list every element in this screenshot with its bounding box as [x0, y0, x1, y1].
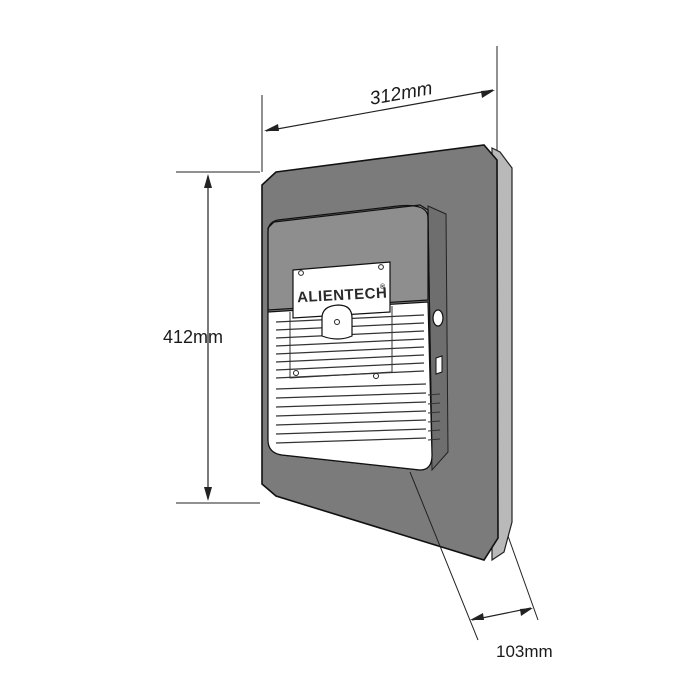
- brand-logo: ALIENTECH: [297, 285, 388, 307]
- width-label: 312mm: [368, 78, 434, 110]
- plate-screw-tr: [378, 264, 384, 270]
- width-arrow-right: [481, 90, 495, 98]
- grille-screw-left: [293, 370, 299, 376]
- height-arrow-top: [204, 174, 212, 188]
- depth-arrow-back: [520, 608, 533, 616]
- plate-screw-tl: [298, 270, 304, 276]
- side-button: [432, 309, 444, 327]
- side-connector: [435, 355, 443, 375]
- depth-arrow-front: [470, 613, 484, 620]
- width-arrow-left: [264, 124, 279, 131]
- grille-inner-frame: [289, 306, 393, 379]
- unit-side-fins: [427, 393, 441, 441]
- mounting-tab: [321, 304, 353, 340]
- depth-dimension: 103mm: [409, 471, 553, 661]
- width-dimension-line: [265, 89, 494, 132]
- controller-unit: ALIENTECH ®: [267, 204, 449, 472]
- brand-registered-mark: ®: [380, 283, 386, 291]
- depth-extension-front: [409, 471, 479, 641]
- depth-extension-back: [507, 535, 539, 621]
- height-label: 412mm: [163, 327, 223, 347]
- height-arrow-bottom: [204, 487, 212, 501]
- grille-screw-right: [373, 373, 379, 379]
- mounting-tab-screw: [334, 319, 340, 325]
- brand-plate: [292, 261, 391, 319]
- height-dimension: 412mm: [163, 171, 260, 504]
- depth-label: 103mm: [496, 642, 553, 661]
